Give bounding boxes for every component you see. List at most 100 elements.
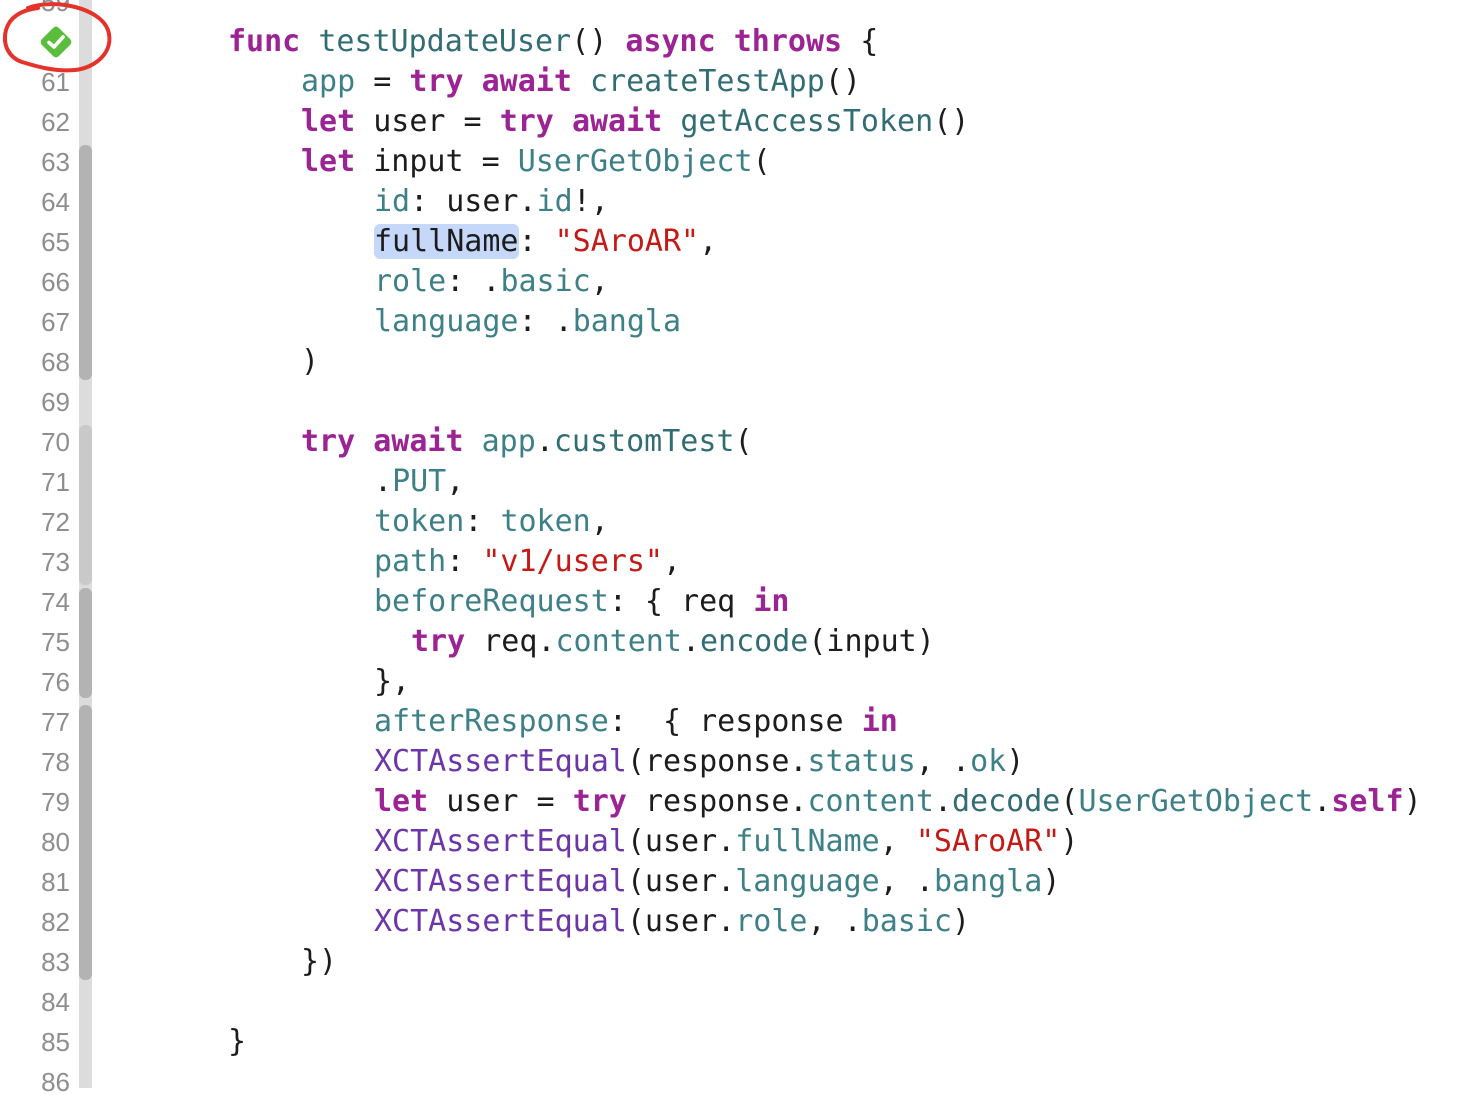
change-bar-segment[interactable] — [79, 588, 92, 698]
line-number[interactable]: 76 — [41, 667, 70, 697]
code-line[interactable]: let user = try await getAccessToken() — [301, 102, 969, 142]
line-number[interactable]: 83 — [41, 947, 70, 977]
red-annotation-circle — [3, 2, 112, 73]
code-line[interactable]: app = try await createTestApp() — [301, 62, 861, 102]
code-line[interactable]: try req.content.encode(input) — [411, 622, 935, 662]
code-line[interactable]: ) — [301, 342, 319, 382]
code-token: await — [373, 424, 482, 459]
line-number[interactable]: 68 — [41, 347, 70, 377]
line-number[interactable]: 65 — [41, 227, 70, 257]
change-bar-segment[interactable] — [79, 705, 92, 980]
line-number[interactable]: 79 — [41, 787, 70, 817]
code-token: ok — [970, 744, 1007, 779]
code-token: , — [590, 504, 609, 539]
code-token: , . — [807, 904, 862, 939]
code-line[interactable]: let user = try response.content.decode(U… — [374, 782, 1422, 822]
code-token: getAccessToken — [680, 104, 934, 139]
code-token: token — [374, 504, 465, 539]
line-number[interactable]: 66 — [41, 267, 70, 297]
code-token: "SAroAR" — [915, 824, 1061, 859]
code-token: language — [735, 864, 880, 899]
code-token: XCTAssertEqual — [374, 824, 627, 859]
code-token: , — [699, 224, 718, 259]
code-token: in — [753, 584, 790, 619]
code-token: user = — [373, 104, 500, 139]
code-line[interactable]: token: token, — [374, 502, 609, 542]
code-token: PUT — [392, 464, 447, 499]
code-token: ) — [301, 344, 320, 379]
code-token: id — [536, 184, 573, 219]
code-text-area[interactable]: func testUpdateUser() async throws {app … — [118, 0, 1478, 1088]
code-line[interactable]: path: "v1/users", — [374, 542, 681, 582]
code-token: . — [374, 464, 393, 499]
code-token: : { response — [608, 704, 862, 739]
line-number[interactable]: 80 — [41, 827, 70, 857]
code-line[interactable]: language: .bangla — [374, 302, 681, 342]
code-token: : . — [518, 304, 573, 339]
line-number[interactable]: 71 — [41, 467, 70, 497]
line-number[interactable]: 74 — [41, 587, 70, 617]
line-number[interactable]: 69 — [41, 387, 70, 417]
code-line[interactable]: let input = UserGetObject( — [301, 142, 771, 182]
code-token: () — [824, 64, 861, 99]
code-token: : . — [446, 264, 501, 299]
code-token: response. — [644, 784, 808, 819]
code-token: try — [411, 624, 484, 659]
code-line[interactable]: XCTAssertEqual(user.fullName, "SAroAR") — [374, 822, 1078, 862]
code-line[interactable]: func testUpdateUser() async throws { — [228, 22, 878, 62]
line-number[interactable]: 73 — [41, 547, 70, 577]
code-token: ( — [752, 144, 771, 179]
code-line[interactable]: }, — [374, 662, 410, 702]
line-number[interactable]: 78 — [41, 747, 70, 777]
code-line[interactable]: role: .basic, — [374, 262, 609, 302]
code-token: token — [500, 504, 591, 539]
line-number[interactable]: 63 — [41, 147, 70, 177]
code-token: fullName — [735, 824, 880, 859]
code-token: throws — [733, 24, 861, 59]
code-line[interactable]: XCTAssertEqual(user.language, .bangla) — [374, 862, 1060, 902]
code-line[interactable]: fullName: "SAroAR", — [374, 222, 717, 262]
code-token: content — [807, 784, 934, 819]
change-bar-segment[interactable] — [79, 425, 92, 585]
code-token: "SAroAR" — [554, 224, 700, 259]
code-line[interactable]: XCTAssertEqual(response.status, .ok) — [374, 742, 1024, 782]
line-number[interactable]: 62 — [41, 107, 70, 137]
code-line[interactable]: try await app.customTest( — [301, 422, 753, 462]
test-passed-diamond-icon[interactable] — [38, 24, 74, 60]
code-line[interactable]: XCTAssertEqual(user.role, .basic) — [374, 902, 970, 942]
code-token: await — [481, 64, 590, 99]
line-number[interactable]: 85 — [41, 1027, 70, 1057]
code-token: (response. — [626, 744, 808, 779]
line-number[interactable]: 77 — [41, 707, 70, 737]
code-token: XCTAssertEqual — [374, 904, 627, 939]
code-token: : — [464, 504, 501, 539]
code-line[interactable]: .PUT, — [374, 462, 464, 502]
code-token: id — [374, 184, 411, 219]
line-number[interactable]: 81 — [41, 867, 70, 897]
line-number[interactable]: 67 — [41, 307, 70, 337]
line-number[interactable]: 64 — [41, 187, 70, 217]
line-number[interactable]: 72 — [41, 507, 70, 537]
change-bar-segment[interactable] — [79, 145, 92, 380]
code-token: async — [625, 24, 734, 59]
code-token: try — [572, 784, 645, 819]
code-line[interactable]: id: user.id!, — [374, 182, 609, 222]
line-number[interactable]: 84 — [41, 987, 70, 1017]
code-token: await — [571, 104, 681, 139]
code-line[interactable]: afterResponse: { response in — [374, 702, 898, 742]
code-token: , — [446, 464, 465, 499]
code-line[interactable]: }) — [301, 942, 337, 982]
line-number[interactable]: 82 — [41, 907, 70, 937]
code-token: app — [481, 424, 536, 459]
line-number[interactable]: 86 — [41, 1067, 70, 1097]
code-line[interactable]: beforeRequest: { req in — [374, 582, 789, 622]
code-token: , — [663, 544, 682, 579]
code-token: beforeRequest — [374, 584, 609, 619]
line-number[interactable]: 75 — [41, 627, 70, 657]
code-token: basic — [861, 904, 952, 939]
code-line[interactable]: } — [228, 1022, 246, 1062]
line-number[interactable]: 70 — [41, 427, 70, 457]
code-token: : user. — [410, 184, 537, 219]
code-token: testUpdateUser — [318, 24, 572, 59]
